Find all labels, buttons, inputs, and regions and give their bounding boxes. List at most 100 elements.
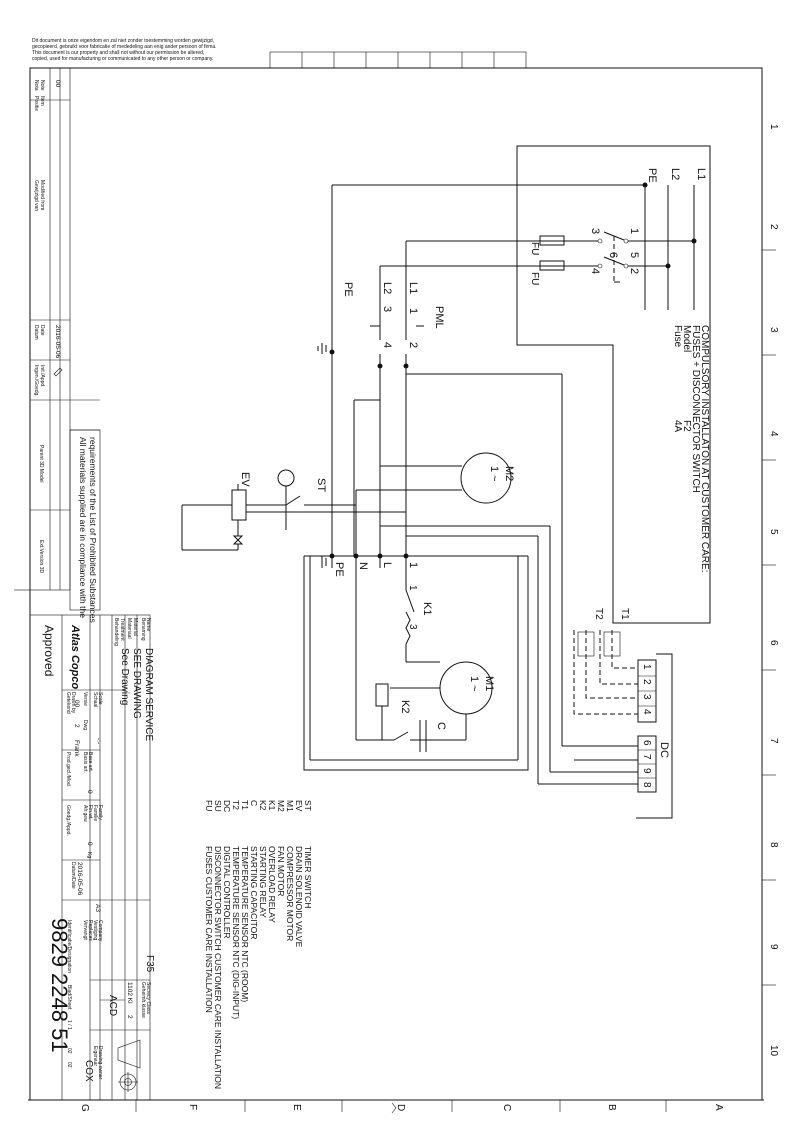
benaming-label: Benaming	[140, 618, 146, 641]
dwg-label: Dwg	[82, 720, 88, 730]
weight-label-en: Fin.wt.	[87, 805, 93, 820]
owner-num: 02	[66, 1062, 72, 1068]
dept-value: 1102 Kl	[126, 982, 133, 1004]
scale-label-en: Scale	[97, 692, 103, 705]
compressor-motor-m1: M1 1 ~ K2 C	[355, 568, 495, 752]
bus-terminal-1: 1	[407, 562, 419, 568]
title-block: Benaming Name DIAGRAM SERVICE Materiaal …	[29, 614, 155, 1101]
switch-terminal-6: 6	[607, 252, 619, 258]
dc-terminal-9: 9	[641, 768, 652, 774]
legend-desc-st: TIMER SWITCH	[303, 846, 313, 908]
customer-box-fuse-value: 4A	[672, 420, 683, 433]
overload-relay-k1: K1 1 3	[405, 585, 440, 663]
revision-approved-label-nl: Ingen./Goedg.	[33, 365, 39, 397]
revision-date-value: 2016-05-06	[54, 325, 61, 359]
revision-parent-label: Parent 3D Model	[38, 445, 44, 483]
goedg-label: Goedg./Appd.	[65, 805, 71, 836]
version-label: Versie	[82, 692, 88, 706]
format-value: A3	[94, 904, 101, 912]
disclaimer-line-3: This document is our property and shall …	[32, 50, 204, 56]
drawn-label-en: Drawn by	[70, 692, 76, 714]
supply-pe-label: PE	[646, 168, 658, 183]
sheet-value: 1 / 1	[66, 1020, 72, 1030]
grid-number-3: 3	[768, 327, 779, 333]
legend-desc-fu: FUSES CUSTOMER CARE INSTALLATION	[204, 846, 214, 1013]
projection-symbol	[117, 1039, 141, 1092]
revision-date-label-nl: Datum	[33, 325, 39, 340]
legend: ST TIMER SWITCH EV DRAIN SOLENOID VALVE …	[204, 800, 313, 1089]
legend-desc-k2: STARTING RELAY	[258, 846, 268, 918]
approved-stamp: Approved	[42, 625, 56, 676]
pml-terminal-2: 2	[407, 342, 419, 348]
legend-code-c: C	[249, 800, 259, 806]
dc-terminal-8: 8	[641, 782, 652, 788]
grid-letter-d: D	[395, 1104, 406, 1111]
drawn-label-nl: Getekend	[65, 692, 71, 714]
m2-label: M2	[503, 466, 515, 481]
legend-code-su: SU	[213, 800, 223, 812]
treatment-value: See Drawing	[119, 648, 130, 705]
customer-box-subtitle: FUSES + DISCONNECTOR SWITCH	[690, 325, 701, 493]
pe-conductor	[317, 184, 645, 568]
m2-symbol: 1 ~	[488, 466, 500, 482]
grid-number-8: 8	[768, 842, 779, 848]
grid-number-1: 1	[768, 124, 779, 130]
revision-note-value: 00	[54, 80, 61, 88]
legend-desc-k1: OVERLOAD RELAY	[267, 846, 277, 923]
disclaimer-line-1: Dit document is onze eigendom en zal nie…	[32, 38, 214, 44]
treatment-label-en: Treatment	[119, 618, 125, 641]
dc-terminal-6: 6	[641, 740, 652, 746]
legend-desc-ev: DRAIN SOLENOID VALVE	[294, 846, 304, 948]
revision-modified-label-nl: Gewijzigd van	[33, 180, 39, 211]
sec-class-value: F35	[144, 955, 155, 973]
family-label-nl: Familie	[92, 805, 98, 821]
grid-number-2: 2	[768, 224, 779, 230]
grid-letter-f: F	[187, 1104, 198, 1110]
dwg-value: 2	[73, 724, 80, 728]
k1-label: K1	[421, 602, 433, 615]
supply-l1-label: L1	[695, 168, 707, 180]
legend-desc-t1: TEMPERATURE SENSOR NTC (ROOM)	[240, 846, 250, 1002]
digital-controller: DC 1 2 3 4 6 7 9 8	[636, 653, 673, 819]
signature-mark	[53, 367, 63, 377]
temperature-sensors: T1 T2	[573, 608, 638, 715]
revision-strip: Nota Note Positie Item 00 Gewijzigd van …	[29, 67, 100, 591]
replace-label-nl: Vervangt	[82, 920, 88, 940]
fuse-label-2: FU	[529, 272, 540, 285]
revision-date-label-en: Date	[39, 325, 45, 336]
sheet-count: 02	[66, 1048, 72, 1054]
legend-desc-su: DISCONNECTOR SWITCH CUSTOMER CARE INSTAL…	[213, 846, 223, 1089]
owner-label-en: Drawing owner	[97, 1046, 103, 1080]
kg-label: Kg	[86, 852, 92, 858]
legend-desc-m2: FAN MOTOR	[276, 846, 286, 896]
drawing-number: 9829 2248 51	[47, 918, 72, 1053]
sheet-label: Blad/Sheet	[66, 985, 72, 1010]
replace-label-en: Replaces	[87, 920, 93, 941]
disclaimer-line-2: gecopieerd, gebruikt voor fabricatie of …	[32, 44, 217, 50]
legend-code-fu: FU	[204, 800, 214, 811]
legend-code-k1: K1	[267, 800, 277, 811]
bus-terminal-n: N	[357, 562, 369, 570]
atlas-copco-logo: Atlas Copco	[69, 624, 81, 689]
dc-label: DC	[658, 742, 670, 758]
legend-code-t2: T2	[231, 800, 241, 810]
scale-value: -:-	[95, 738, 102, 744]
revision-modified-label-en: Modified from	[39, 180, 45, 210]
customer-box-fuse-label: Fuse	[672, 325, 683, 348]
legend-desc-m1: COMPRESSOR MOTOR	[285, 846, 295, 941]
customer-installation-box: COMPULSORY INSTALLATON AT CUSTOMER CARE:…	[516, 145, 711, 624]
ev-label: EV	[239, 472, 251, 487]
drawing-title: DIAGRAM SERVICE	[143, 648, 154, 741]
pml-terminal-4: 4	[381, 342, 393, 348]
sec-class-label-nl: Geheimh.klasse	[140, 982, 146, 1018]
ident-label: Identificatie/Designation	[66, 920, 72, 973]
basis-label-nl: Basis art.	[82, 752, 88, 773]
sec-class-label-en: Secrecy Class	[145, 982, 151, 1014]
grid-letters: A B C D E F G	[79, 1104, 724, 1112]
dc-terminal-2: 2	[641, 679, 652, 685]
fuses: FU FU	[380, 235, 598, 285]
disclaimer: Dit document is onze eigendom en zal nie…	[32, 38, 217, 62]
k1-terminal-3: 3	[407, 624, 418, 630]
legend-desc-c: STARTING CAPACITOR	[249, 846, 259, 939]
legend-code-st: ST	[303, 800, 313, 811]
